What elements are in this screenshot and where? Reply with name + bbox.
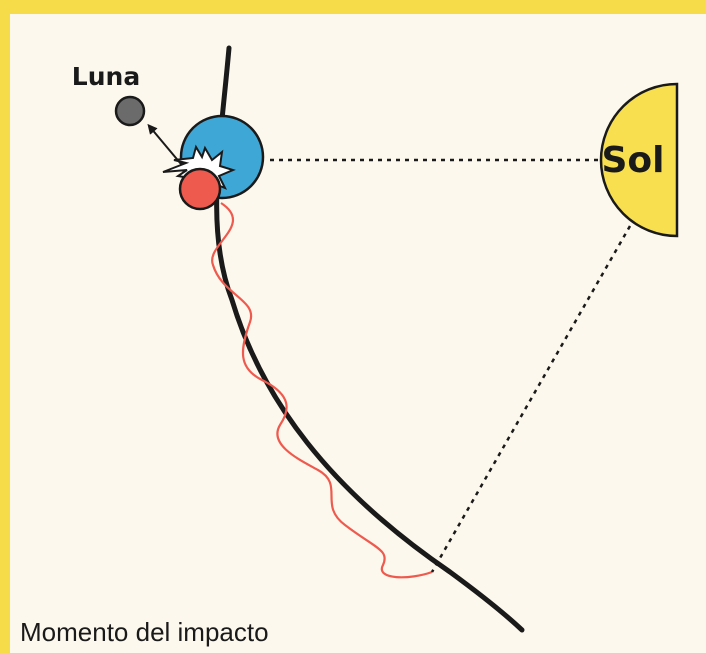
moon-label: Luna	[72, 62, 140, 91]
sun-impact-dotted-line	[430, 225, 632, 573]
arrow-icon	[147, 123, 182, 165]
impactor-circle	[178, 167, 222, 211]
frame-left-border	[0, 0, 10, 653]
impactor-wave-trail	[211, 202, 433, 579]
diagram-caption: Momento del impacto	[20, 617, 269, 647]
moon-circle	[114, 95, 146, 127]
frame-top-border	[0, 0, 706, 14]
sun-half-disc	[599, 82, 679, 238]
sun-label: Sol	[602, 140, 665, 181]
